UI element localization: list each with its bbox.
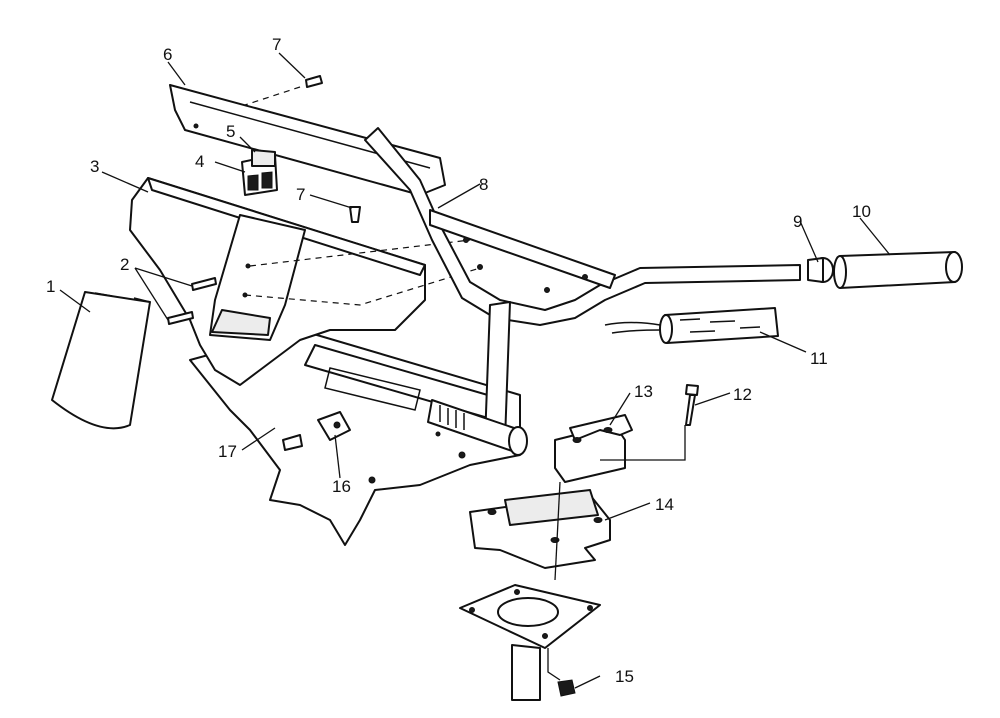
mounting-plate bbox=[459, 584, 601, 701]
part-4-5-switch bbox=[241, 149, 278, 196]
callout-10: 10 bbox=[852, 202, 871, 221]
part-14-lower-clamp bbox=[469, 489, 611, 569]
callout-labels: 1 2 3 4 5 6 7 7 8 9 10 11 12 13 14 15 16… bbox=[46, 35, 871, 686]
steering-post bbox=[427, 301, 528, 456]
part-15-nut bbox=[557, 679, 576, 697]
part-8-handlebar bbox=[364, 127, 801, 326]
callout-7-middle: 7 bbox=[296, 185, 305, 204]
part-3-dash-console bbox=[129, 177, 426, 386]
part-2-screws bbox=[167, 277, 217, 325]
callout-1: 1 bbox=[46, 277, 55, 296]
callout-4: 4 bbox=[195, 152, 204, 171]
part-11-heated-grip bbox=[604, 307, 779, 344]
part-10-grip bbox=[833, 251, 963, 289]
part-12-bolt bbox=[685, 384, 699, 426]
part-17-front-panel bbox=[189, 329, 521, 546]
callout-5: 5 bbox=[226, 122, 235, 141]
callout-12: 12 bbox=[733, 385, 752, 404]
part-1-guard-pad bbox=[51, 291, 151, 430]
callout-7-top: 7 bbox=[272, 35, 281, 54]
leader-lines bbox=[59, 52, 891, 689]
mounting-guide-lines bbox=[195, 86, 481, 306]
callout-16: 16 bbox=[332, 477, 351, 496]
callout-8: 8 bbox=[479, 175, 488, 194]
part-16-bracket bbox=[282, 411, 351, 451]
callout-2: 2 bbox=[120, 255, 129, 274]
callout-9: 9 bbox=[793, 212, 802, 231]
callout-11: 11 bbox=[810, 349, 828, 368]
part-7-screws bbox=[305, 75, 361, 223]
callout-6: 6 bbox=[163, 45, 172, 64]
part-13-upper-clamp bbox=[554, 414, 633, 483]
callout-13: 13 bbox=[634, 382, 653, 401]
callout-14: 14 bbox=[655, 495, 674, 514]
part-9-bar-end bbox=[807, 257, 834, 283]
callout-15: 15 bbox=[615, 667, 634, 686]
callout-3: 3 bbox=[90, 157, 99, 176]
callout-17: 17 bbox=[218, 442, 237, 461]
